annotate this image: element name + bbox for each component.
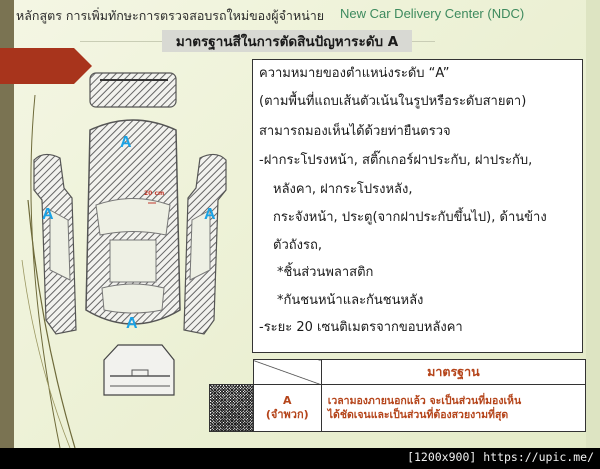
slide-title: มาตรฐานสีในการตัดสินปัญหาระดับ A (162, 30, 412, 52)
grade-description: เวลามองภายนอกแล้ว จะเป็นส่วนที่มองเห็น ไ… (320, 384, 587, 432)
left-accent-bar (0, 0, 14, 448)
dimension-label: 20 cm (144, 190, 165, 197)
hatch-swatch (209, 384, 254, 432)
slide: หลักสูตร การเพิ่มทักษะการตรวจสอบรถใหม่ขอ… (0, 0, 600, 448)
description-line: *ชิ้นส่วนพลาสติก (277, 265, 374, 280)
grade-description-line: ได้ชัดเจนและเป็นส่วนที่ต้องสวยงามที่สุด (327, 409, 509, 421)
right-accent-bar (586, 0, 600, 448)
car-exploded-diagram: A A A A 20 cm (20, 70, 240, 420)
grade-label: A (283, 393, 292, 407)
description-line: หลังคา, ฝากระโปรงหลัง, (273, 182, 413, 197)
grade-cell: A (จำพวก) (252, 384, 322, 432)
car-diagram-drawing (33, 72, 227, 396)
description-line: ตัวถังรถ, (273, 238, 322, 253)
table-header-standard: มาตรฐาน (320, 359, 587, 385)
zone-label-trunk: A (126, 315, 138, 332)
zone-label-left-side: A (42, 206, 54, 223)
center-name: New Car Delivery Center (NDC) (340, 6, 525, 21)
description-line: -ระยะ 20 เซนติเมตรจากขอบหลังคา (259, 320, 463, 335)
grade-description-line: เวลามองภายนอกแล้ว จะเป็นส่วนที่มองเห็น (327, 394, 522, 407)
red-arrow-banner (0, 48, 92, 84)
standard-table: มาตรฐาน A (จำพวก) เวลามองภายนอกแล้ว จะเป… (209, 359, 587, 432)
table-diagonal-header (252, 359, 322, 385)
description-line: สามารถมองเห็นได้ด้วยท่ายืนตรวจ (259, 124, 451, 139)
course-title: หลักสูตร การเพิ่มทักษะการตรวจสอบรถใหม่ขอ… (16, 8, 325, 23)
description-line: -ฝากระโปรงหน้า, สติ๊กเกอร์ฝาประกับ, ฝาปร… (259, 153, 533, 168)
description-line: (ตามพื้นที่แถบเส้นตัวเน้นในรูปหรือระดับส… (259, 94, 527, 109)
decorative-curves (21, 94, 76, 448)
table-empty-corner (210, 360, 254, 385)
description-line: กระจังหน้า, ประตู(จากฝาประกับขึ้นไป), ด้… (273, 210, 547, 225)
zone-label-right-side: A (204, 206, 216, 223)
watermark: [1200x900] https://upic.me/ (407, 450, 594, 464)
description-line: *กันชนหน้าและกันชนหลัง (277, 293, 424, 308)
table-row: A (จำพวก) เวลามองภายนอกแล้ว จะเป็นส่วนที… (209, 384, 587, 432)
description-line: ความหมายของตำแหน่งระดับ “A” (259, 66, 450, 81)
description-box: ความหมายของตำแหน่งระดับ “A” (ตามพื้นที่แ… (252, 59, 583, 353)
zone-label-roof: A (120, 134, 132, 151)
grade-note: (จำพวก) (265, 408, 309, 421)
